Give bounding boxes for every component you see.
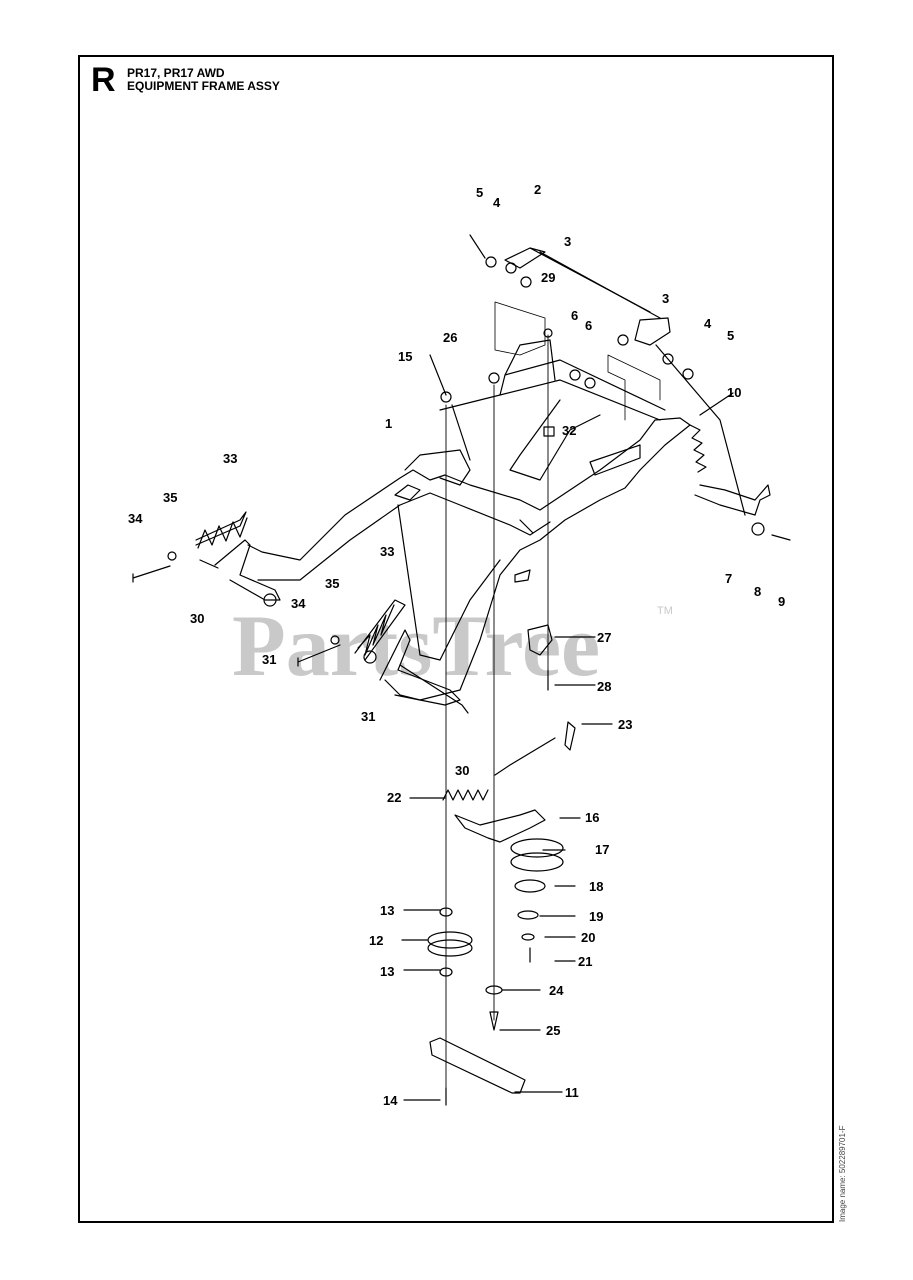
main-frame-part-1 bbox=[247, 339, 691, 701]
spring-part-33-lower bbox=[354, 599, 406, 661]
callout-29: 29 bbox=[541, 270, 555, 285]
callout-10: 10 bbox=[727, 385, 741, 400]
callout-31: 31 bbox=[262, 652, 276, 667]
spacer-part-13-lower bbox=[439, 967, 453, 977]
watermark-trademark: TM bbox=[657, 605, 673, 617]
callout-13: 13 bbox=[380, 903, 394, 918]
callout-7: 7 bbox=[725, 571, 732, 586]
callout-11: 11 bbox=[565, 1085, 579, 1100]
callout-labels: 5 4 2 3 29 3 6 6 4 5 26 15 10 1 32 33 35… bbox=[128, 182, 785, 1108]
bolt-part-34-upper bbox=[132, 565, 171, 583]
callout-12: 12 bbox=[369, 933, 383, 948]
bracket-left-upper bbox=[214, 539, 281, 601]
bolt-part-30-lower bbox=[399, 664, 469, 714]
callout-8: 8 bbox=[754, 584, 761, 599]
callout-30: 30 bbox=[455, 763, 469, 778]
callout-25: 25 bbox=[546, 1023, 560, 1038]
section-letter: R bbox=[91, 61, 116, 99]
callout-19: 19 bbox=[589, 909, 603, 924]
callout-33: 33 bbox=[380, 544, 394, 559]
callout-32: 32 bbox=[562, 423, 576, 438]
link-part-7 bbox=[694, 484, 771, 516]
callout-28: 28 bbox=[597, 679, 611, 694]
callout-34: 34 bbox=[128, 511, 143, 526]
spring-part-22 bbox=[442, 789, 489, 801]
callout-22: 22 bbox=[387, 790, 401, 805]
bolt-part-30-upper bbox=[199, 559, 219, 569]
nut-part-31-upper bbox=[263, 593, 277, 607]
callout-6: 6 bbox=[585, 318, 592, 333]
idler-arm-part-16 bbox=[454, 809, 546, 843]
callout-24: 24 bbox=[549, 983, 564, 998]
callout-35: 35 bbox=[325, 576, 339, 591]
callout-18: 18 bbox=[589, 879, 603, 894]
callout-13: 13 bbox=[380, 964, 394, 979]
bracket-part-11 bbox=[429, 1037, 526, 1094]
callout-3: 3 bbox=[564, 234, 571, 249]
spacer-part-13-upper bbox=[439, 907, 453, 917]
assembly-title: EQUIPMENT FRAME ASSY bbox=[127, 79, 280, 93]
callout-15: 15 bbox=[398, 349, 412, 364]
bolt-part-25 bbox=[489, 1011, 499, 1031]
callout-2: 2 bbox=[534, 182, 541, 197]
callout-14: 14 bbox=[383, 1093, 398, 1108]
clip-part-27 bbox=[527, 624, 553, 656]
spring-part-33-upper bbox=[195, 511, 248, 549]
callout-35: 35 bbox=[163, 490, 177, 505]
watermark-text: PartsTree bbox=[232, 598, 600, 695]
bolt-part-34-lower bbox=[297, 644, 341, 667]
callout-1: 1 bbox=[385, 416, 392, 431]
pulley-part-17 bbox=[510, 838, 564, 858]
callout-5: 5 bbox=[476, 185, 483, 200]
callout-3: 3 bbox=[662, 291, 669, 306]
cable-end-part-23 bbox=[564, 721, 576, 751]
washer-part-20 bbox=[521, 933, 535, 941]
callout-16: 16 bbox=[585, 810, 599, 825]
bearing-part-18 bbox=[514, 879, 546, 893]
callout-26: 26 bbox=[443, 330, 457, 345]
callout-23: 23 bbox=[618, 717, 632, 732]
callout-30: 30 bbox=[190, 611, 204, 626]
callout-34: 34 bbox=[291, 596, 306, 611]
spring-part-10 bbox=[689, 424, 707, 473]
callout-27: 27 bbox=[597, 630, 611, 645]
callout-21: 21 bbox=[578, 954, 592, 969]
callout-6: 6 bbox=[571, 308, 578, 323]
callout-4: 4 bbox=[493, 195, 501, 210]
callout-4: 4 bbox=[704, 316, 712, 331]
callout-17: 17 bbox=[595, 842, 609, 857]
callout-9: 9 bbox=[778, 594, 785, 609]
callout-5: 5 bbox=[727, 328, 734, 343]
callout-31: 31 bbox=[361, 709, 375, 724]
callout-33: 33 bbox=[223, 451, 237, 466]
diagram-border bbox=[78, 55, 834, 1223]
washer-part-19 bbox=[517, 910, 539, 920]
cable-part-23 bbox=[494, 737, 556, 776]
model-line: PR17, PR17 AWD bbox=[127, 66, 225, 80]
callout-20: 20 bbox=[581, 930, 595, 945]
nut-part-31-lower bbox=[363, 650, 377, 664]
